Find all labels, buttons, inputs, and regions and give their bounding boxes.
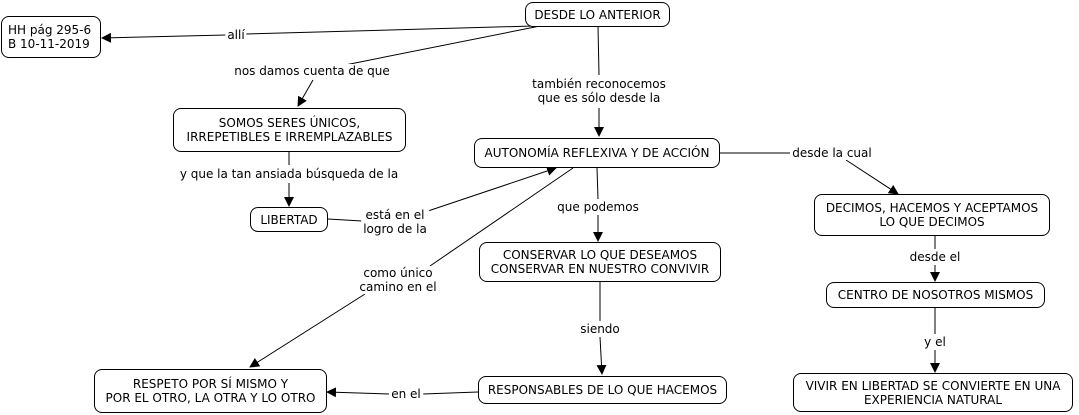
- link-label-que-podemos: que podemos: [555, 200, 641, 214]
- node-respeto[interactable]: RESPETO POR SÍ MISMO Y POR EL OTRO, LA O…: [94, 369, 327, 413]
- node-libertad[interactable]: LIBERTAD: [250, 207, 328, 232]
- edge-enel-to-respeto: [326, 387, 390, 398]
- node-autonomia-reflexiva[interactable]: AUTONOMÍA REFLEXIVA Y DE ACCIÓN: [474, 138, 720, 168]
- node-vivir-en-libertad[interactable]: VIVIR EN LIBERTAD SE CONVIERTE EN UNA EX…: [793, 373, 1073, 412]
- edge-desde-to-nosdamos: [339, 25, 541, 67]
- link-label-desde-el: desde el: [907, 250, 963, 264]
- link-label-siendo: siendo: [578, 322, 622, 336]
- node-hh-reference[interactable]: HH pág 295-6 B 10-11-2019: [1, 16, 101, 58]
- node-decimos-hacemos[interactable]: DECIMOS, HACEMOS Y ACEPTAMOS LO QUE DECI…: [814, 194, 1050, 236]
- link-label-esta-en-el-logro: está en el logro de la: [361, 208, 429, 236]
- edge-responsables-to-enel: [422, 391, 479, 395]
- node-responsables[interactable]: RESPONSABLES DE LO QUE HACEMOS: [478, 376, 727, 404]
- link-label-y-que-la-tan-ansiada: y que la tan ansiada búsqueda de la: [177, 167, 401, 181]
- link-label-nos-damos-cuenta: nos damos cuenta de que: [232, 64, 392, 78]
- edge-estaen-to-autonomia: [427, 166, 557, 212]
- edge-nosdamos-to-somos: [297, 79, 314, 107]
- node-centro-de-nosotros[interactable]: CENTRO DE NOSOTROS MISMOS: [826, 282, 1045, 308]
- link-label-y-el: y el: [922, 335, 948, 349]
- node-desde-lo-anterior[interactable]: DESDE LO ANTERIOR: [525, 2, 670, 27]
- link-label-en-el: en el: [389, 387, 423, 401]
- edge-alli-to-hh: [101, 32, 227, 43]
- edge-siendo-to-responsables: [596, 336, 607, 375]
- edge-desdelacual-to-decimos: [845, 159, 899, 195]
- link-label-tambien-reconocemos: también reconocemos que es sólo desde la: [530, 77, 668, 105]
- link-label-alli: allí: [225, 28, 247, 42]
- node-somos-seres-unicos[interactable]: SOMOS SERES ÚNICOS, IRREPETIBLES E IRREM…: [173, 108, 406, 152]
- edge-autonomia-to-quepodemos: [596, 167, 599, 200]
- edge-libertad-to-estaen: [327, 218, 363, 222]
- edge-comounico-to-respeto: [249, 293, 366, 368]
- link-label-desde-la-cual: desde la cual: [790, 146, 874, 160]
- edge-desde-to-tambien: [597, 25, 600, 76]
- edge-autonomia-to-comounico: [429, 167, 574, 267]
- edge-desde-to-alli: [245, 25, 534, 35]
- node-conservar[interactable]: CONSERVAR LO QUE DESEAMOS CONSERVAR EN N…: [479, 242, 721, 282]
- link-label-como-unico-camino: como único camino en el: [357, 266, 439, 294]
